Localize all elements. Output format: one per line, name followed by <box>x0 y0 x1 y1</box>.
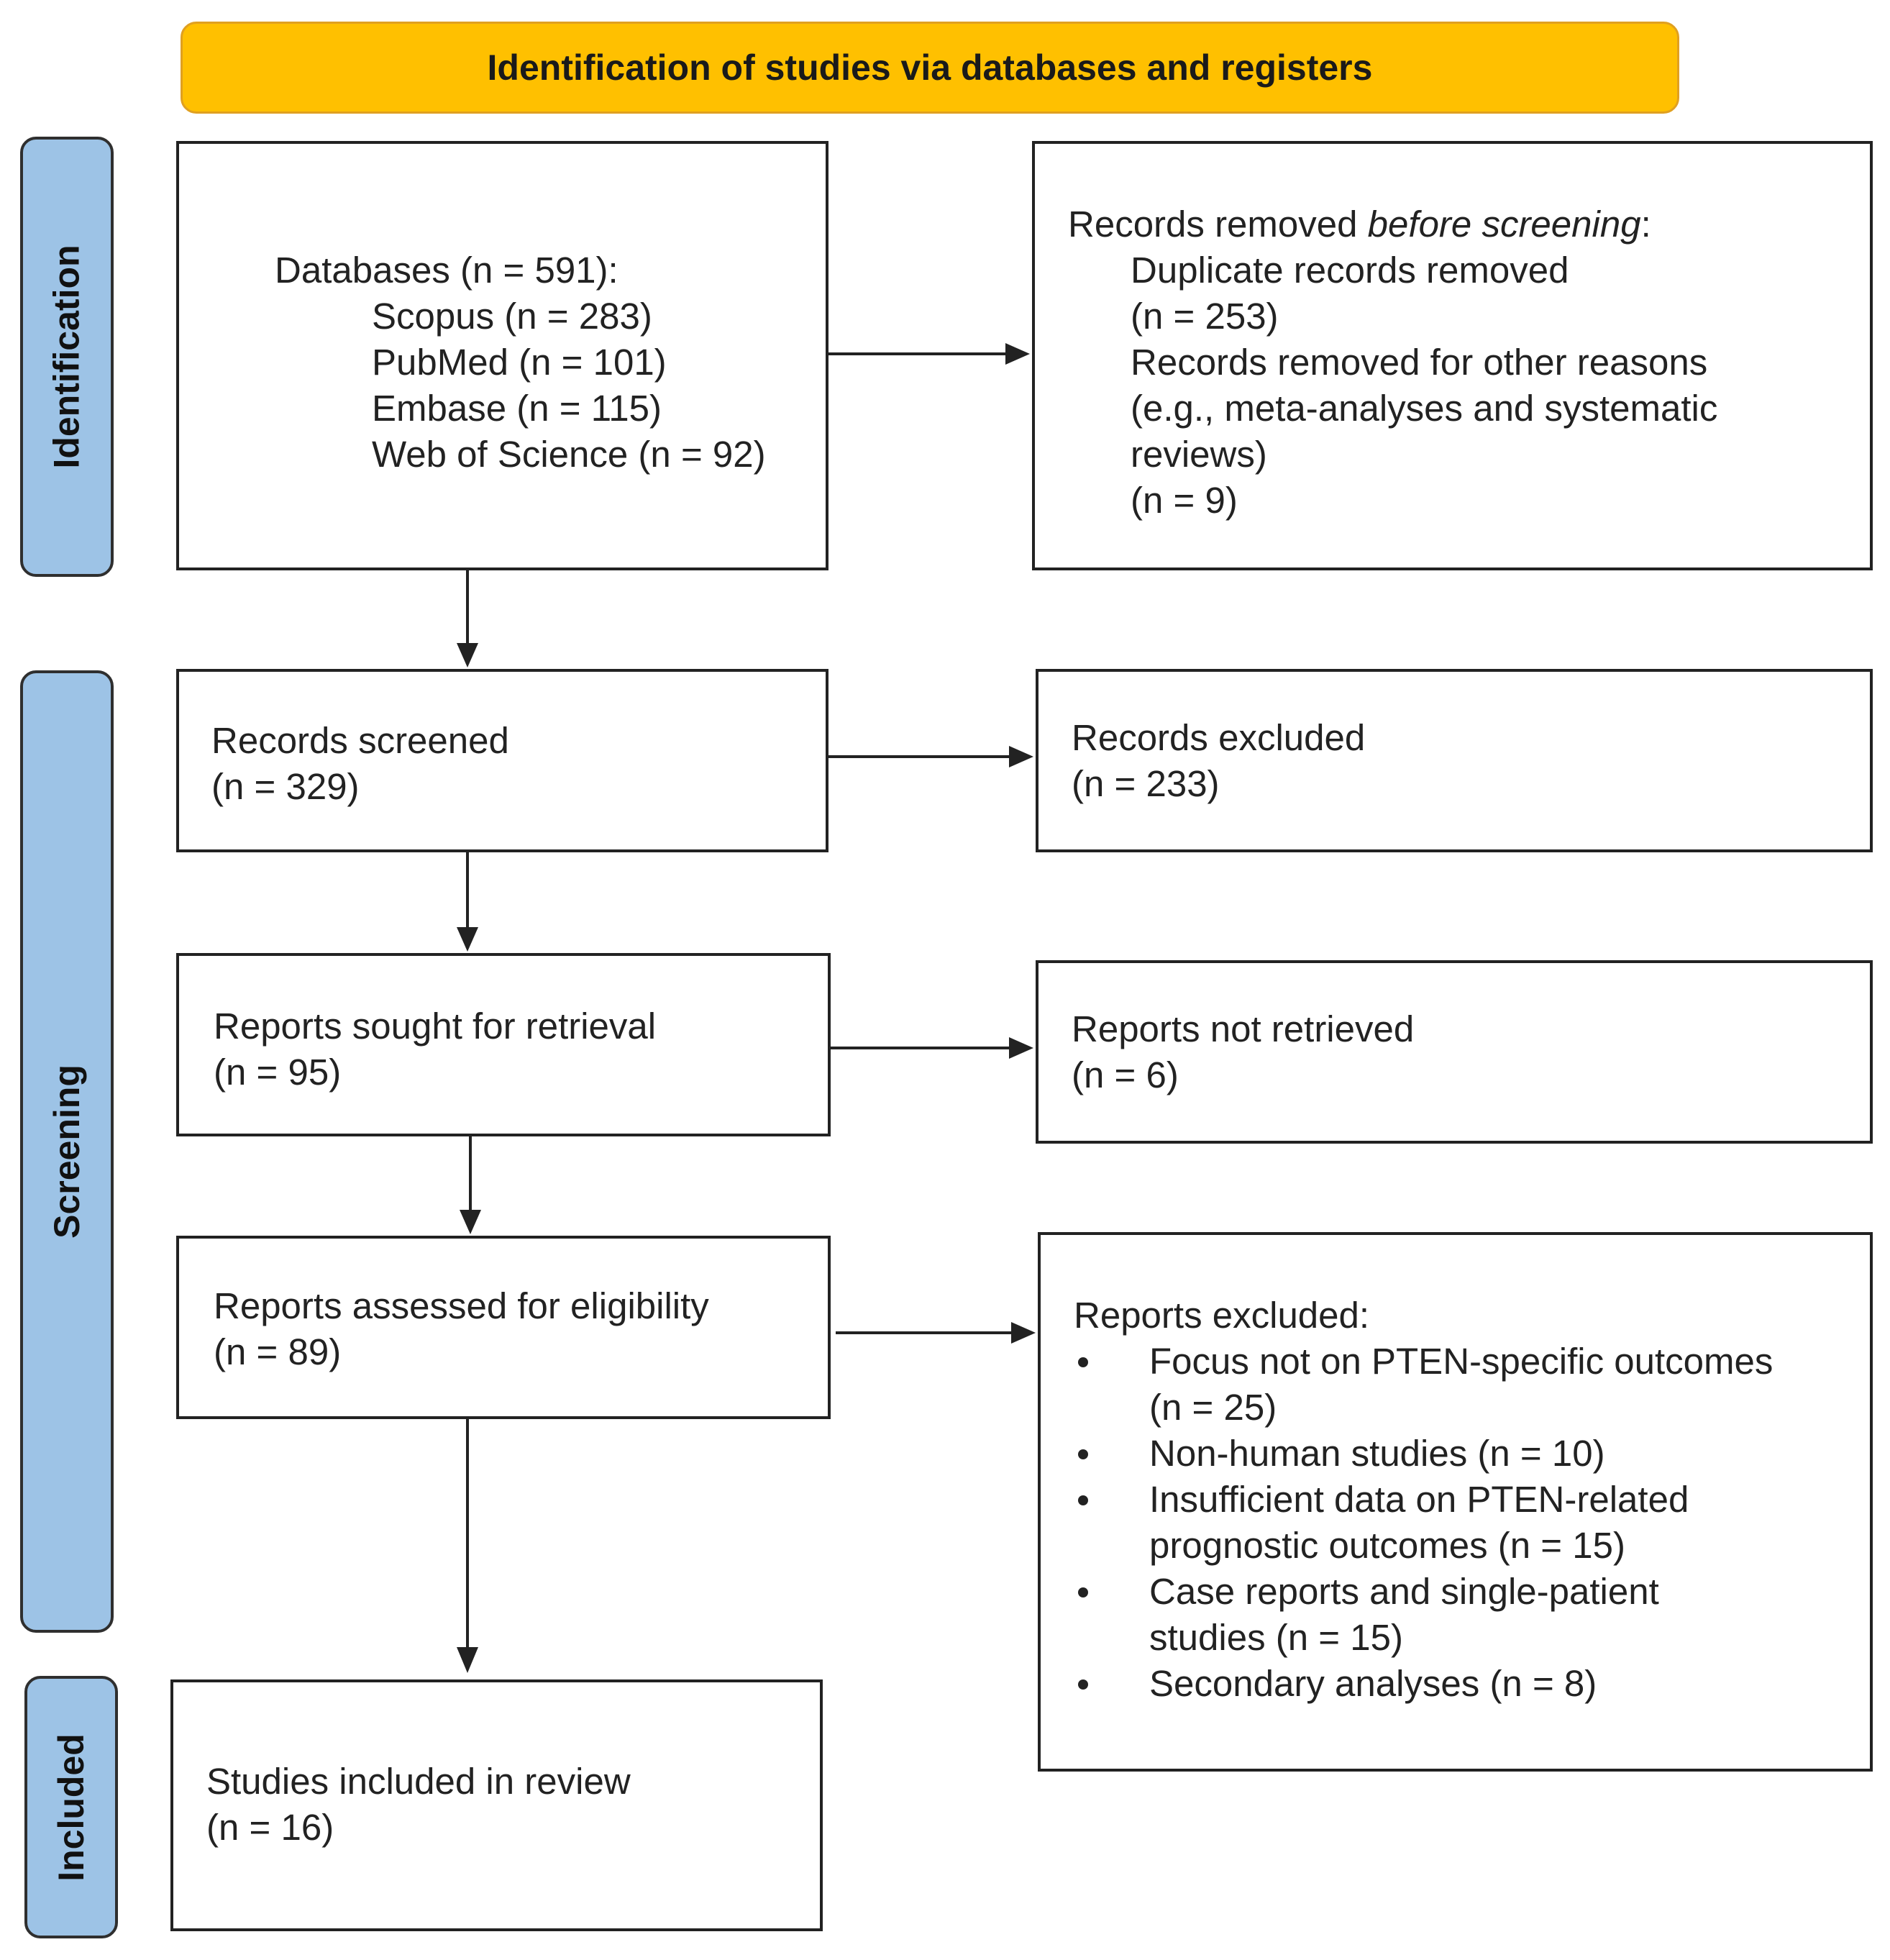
source-scopus: Scopus (n = 283) <box>372 296 652 337</box>
records-excluded-label: Records excluded <box>1072 717 1366 758</box>
stage-tab-included: Included <box>24 1676 118 1938</box>
item-line: (n = 25) <box>1149 1387 1277 1428</box>
arrow-head <box>1011 1322 1036 1344</box>
item-line: prognostic outcomes (n = 15) <box>1149 1525 1625 1566</box>
removed-line: Duplicate records removed <box>1131 250 1569 291</box>
reports-sought-label: Reports sought for retrieval <box>214 1006 657 1047</box>
reports-not-retrieved-box: Reports not retrieved (n = 6) <box>1036 960 1873 1144</box>
removed-line: Records removed for other reasons <box>1131 342 1708 383</box>
item-line: Non-human studies (n = 10) <box>1149 1433 1605 1474</box>
studies-included-box: Studies included in review (n = 16) <box>170 1679 823 1931</box>
reports-excluded-item: Case reports and single-patient studies … <box>1074 1569 1870 1661</box>
item-line: Secondary analyses (n = 8) <box>1149 1663 1597 1704</box>
arrow-head <box>457 927 478 952</box>
item-line: studies (n = 15) <box>1149 1617 1403 1658</box>
removed-line: (n = 253) <box>1131 296 1279 337</box>
arrow-head <box>457 1647 478 1673</box>
reports-excluded-item: Secondary analyses (n = 8) <box>1074 1661 1870 1707</box>
reports-excluded-list: Focus not on PTEN-specific outcomes (n =… <box>1074 1339 1870 1707</box>
item-line: Case reports and single-patient <box>1149 1571 1659 1612</box>
reports-sought-box: Reports sought for retrieval (n = 95) <box>176 953 831 1136</box>
stage-tab-screening: Screening <box>20 670 114 1633</box>
reports-excluded-item: Insufficient data on PTEN-related progno… <box>1074 1477 1870 1569</box>
removed-line: reviews) <box>1131 434 1267 475</box>
removed-heading-suffix: : <box>1640 204 1651 245</box>
stage-tab-identification: Identification <box>20 137 114 577</box>
arrow-head <box>1009 1037 1033 1059</box>
header-title: Identification of studies via databases … <box>487 47 1373 88</box>
studies-included-count: (n = 16) <box>206 1807 334 1848</box>
arrow-head <box>457 643 478 667</box>
arrow-head <box>460 1210 481 1234</box>
removed-heading: Records removed before screening: <box>1068 201 1870 247</box>
header-bar: Identification of studies via databases … <box>181 22 1679 114</box>
reports-not-retrieved-label: Reports not retrieved <box>1072 1008 1415 1049</box>
reports-sought-count: (n = 95) <box>214 1052 342 1093</box>
records-excluded-box: Records excluded (n = 233) <box>1036 669 1873 852</box>
databases-box: Databases (n = 591): Scopus (n = 283) Pu… <box>176 141 828 570</box>
reports-excluded-heading: Reports excluded: <box>1074 1295 1370 1336</box>
reports-excluded-box: Reports excluded: Focus not on PTEN-spec… <box>1038 1232 1873 1772</box>
records-screened-count: (n = 329) <box>211 766 360 807</box>
reports-excluded-item: Focus not on PTEN-specific outcomes (n =… <box>1074 1339 1870 1431</box>
removed-heading-italic: before screening <box>1367 204 1641 245</box>
reports-not-retrieved-count: (n = 6) <box>1072 1054 1179 1095</box>
removed-line: (n = 9) <box>1131 480 1238 521</box>
reports-assessed-count: (n = 89) <box>214 1331 342 1372</box>
removed-line: (e.g., meta-analyses and systematic <box>1131 388 1718 429</box>
reports-excluded-item: Non-human studies (n = 10) <box>1074 1431 1870 1477</box>
reports-assessed-box: Reports assessed for eligibility (n = 89… <box>176 1236 831 1419</box>
removed-heading-prefix: Records removed <box>1068 204 1368 245</box>
arrow-head <box>1009 746 1033 767</box>
arrow-head <box>1005 343 1030 365</box>
records-excluded-count: (n = 233) <box>1072 763 1220 804</box>
records-removed-box: Records removed before screening: Duplic… <box>1032 141 1873 570</box>
records-screened-label: Records screened <box>211 720 509 761</box>
source-embase: Embase (n = 115) <box>372 388 662 429</box>
databases-heading: Databases (n = 591): <box>275 250 618 291</box>
records-screened-box: Records screened (n = 329) <box>176 669 828 852</box>
item-line: Insufficient data on PTEN-related <box>1149 1479 1689 1520</box>
studies-included-label: Studies included in review <box>206 1761 631 1802</box>
source-web-of-science: Web of Science (n = 92) <box>372 434 766 475</box>
source-pubmed: PubMed (n = 101) <box>372 342 667 383</box>
reports-assessed-label: Reports assessed for eligibility <box>214 1285 709 1326</box>
item-line: Focus not on PTEN-specific outcomes <box>1149 1341 1773 1382</box>
